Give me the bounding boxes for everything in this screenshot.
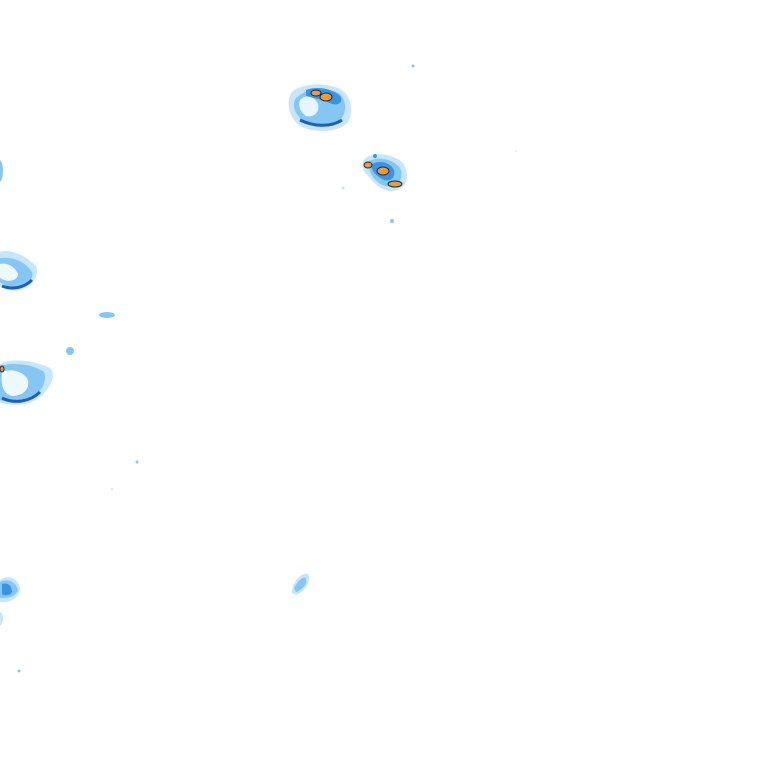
echo-strong xyxy=(2,583,12,596)
storm-cell-north-center xyxy=(288,84,352,131)
echo-intense xyxy=(319,92,333,102)
echo-speck xyxy=(135,460,139,464)
echo-intense xyxy=(363,161,373,169)
echo-light-trail xyxy=(0,612,3,626)
storm-cell-west-middle xyxy=(0,360,53,405)
echo-core-hole xyxy=(299,96,319,117)
echo-speck-far-northeast xyxy=(411,64,415,68)
storm-cell-west-upper xyxy=(0,250,38,291)
echo-intense xyxy=(310,89,322,97)
echo-core-hole xyxy=(1,370,29,396)
echo-intense xyxy=(387,180,403,188)
echo-speck xyxy=(17,669,21,673)
echo-speck xyxy=(515,150,517,152)
echo-core-hole xyxy=(0,263,18,281)
echo-speck-west xyxy=(99,312,115,318)
storm-cell-northeast xyxy=(362,154,407,223)
echo-intense-edge xyxy=(0,365,5,373)
echo-speck xyxy=(373,154,377,158)
echo-speck xyxy=(111,488,113,490)
storm-cell-southwest xyxy=(0,577,21,673)
echo-speck-west-2 xyxy=(66,347,74,355)
echo-heavy-rim xyxy=(1,278,34,290)
echo-medium xyxy=(294,577,307,592)
storm-cell-south-center xyxy=(291,573,310,595)
echo-intense xyxy=(376,166,390,176)
echo-edge-speck xyxy=(0,160,3,182)
echo-speck xyxy=(341,186,345,190)
echo-heavy-rim xyxy=(299,118,343,127)
echo-speck xyxy=(390,219,394,223)
echo-heavy-rim xyxy=(1,390,42,403)
